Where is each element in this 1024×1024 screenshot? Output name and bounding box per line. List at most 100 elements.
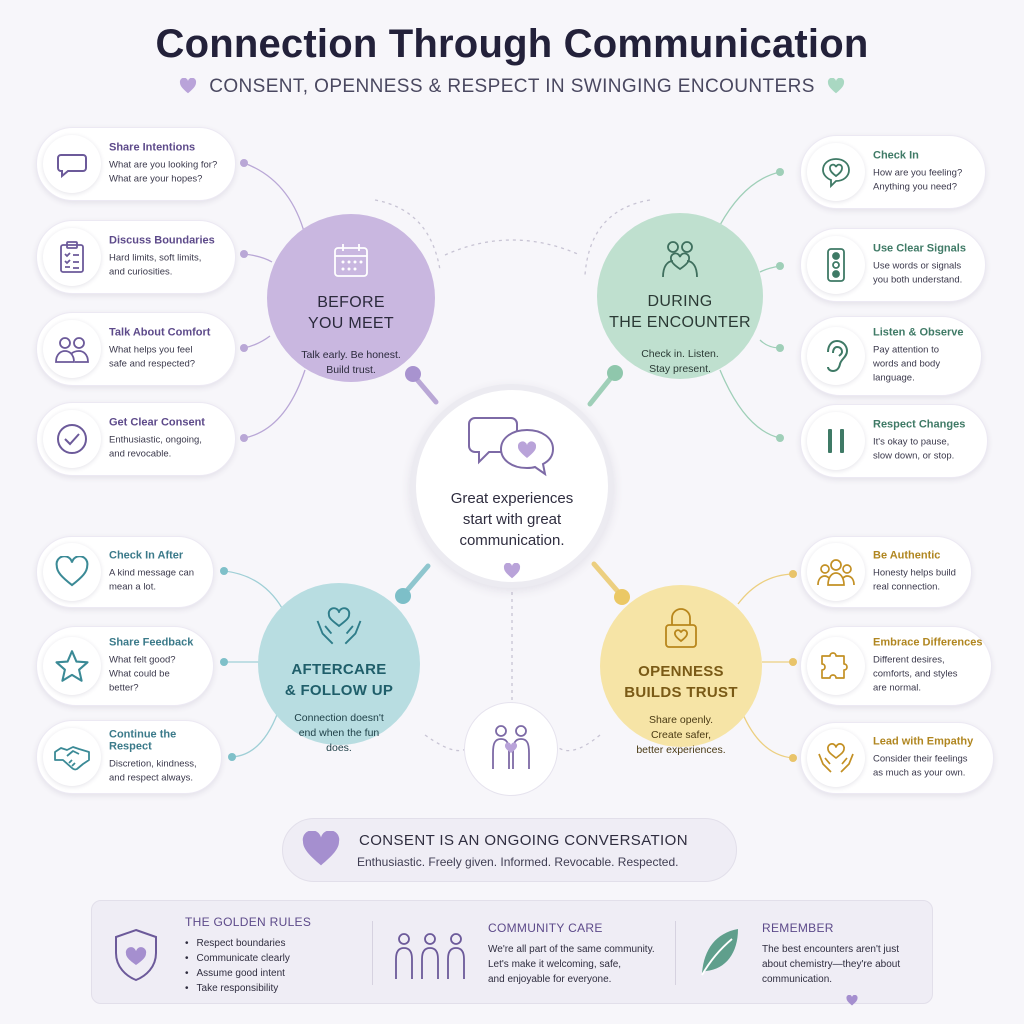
people-heart-circle (464, 702, 558, 796)
aftercare-bubble: AFTERCARE & FOLLOW UP Connection doesn't… (258, 583, 420, 754)
card-title: Lead with Empathy (873, 735, 974, 748)
divider (675, 921, 676, 985)
community-people-icon (390, 931, 470, 1024)
subtitle-text: CONSENT, OPENNESS & RESPECT IN SWINGING … (209, 76, 815, 97)
heart-icon (827, 77, 845, 100)
puzzle-icon (807, 637, 865, 695)
card-desc: How are you feeling? Anything you need? (873, 167, 963, 193)
card-desc: What helps you feel safe and respected? (109, 344, 196, 370)
heart-outline-icon (43, 543, 101, 601)
page-title: Connection Through Communication (155, 22, 869, 66)
group-people-icon (807, 543, 865, 601)
page-subtitle: CONSENT, OPENNESS & RESPECT IN SWINGING … (0, 76, 1024, 100)
card-desc: Discretion, kindness, and respect always… (109, 758, 197, 784)
card-title: Share Feedback (109, 636, 194, 649)
leaf-icon (696, 925, 742, 1024)
card-title: Talk About Comfort (109, 326, 211, 339)
card-desc: Pay attention to words and body language… (873, 344, 941, 384)
bubble-title: AFTERCARE & FOLLOW UP (284, 661, 394, 699)
card-title: Continue the Respect (109, 728, 177, 753)
traffic-light-icon (807, 236, 865, 294)
card-title: Share Intentions (109, 141, 196, 154)
remember-text: The best encounters aren't just about ch… (762, 944, 901, 985)
star-icon (43, 637, 101, 695)
card-check-in: Check In How are you feeling? Anything yo… (800, 135, 986, 209)
calendar-icon (267, 242, 435, 280)
card-desc: A kind message can mean a lot. (109, 567, 195, 593)
hands-heart-icon (258, 605, 420, 647)
card-desc: It's okay to pause, slow down, or stop. (873, 436, 955, 462)
chat-bubbles-heart-icon (416, 412, 608, 478)
couple-heart-icon (597, 239, 763, 279)
card-title: Get Clear Consent (109, 416, 205, 429)
checkmark-circle-icon (43, 410, 101, 468)
shield-heart-icon (112, 927, 160, 1024)
handshake-icon (43, 728, 101, 786)
card-title: Use Clear Signals (873, 242, 966, 255)
ear-icon (807, 327, 865, 385)
heart-icon (846, 993, 858, 1011)
bubble-title: BEFORE YOU MEET (308, 294, 394, 332)
rule-item: Communicate clearly (185, 951, 311, 966)
card-title: Be Authentic (873, 549, 941, 562)
clipboard-checklist-icon (43, 228, 101, 286)
card-desc: Honesty helps build real connection. (873, 567, 956, 593)
heart-icon (179, 77, 197, 100)
card-title: Check In (873, 149, 919, 162)
heart-speech-icon (807, 143, 865, 201)
card-title: Embrace Differences (873, 636, 983, 649)
openness-bubble: OPENNESS BUILDS TRUST Share openly. Crea… (600, 585, 762, 756)
card-desc: What are you looking for? What are your … (109, 159, 218, 185)
card-desc: Hard limits, soft limits, and curiositie… (109, 252, 202, 278)
bubble-desc: Share openly. Create safer, better exper… (636, 714, 726, 756)
consent-banner: CONSENT IS AN ONGOING CONVERSATION Enthu… (282, 818, 737, 882)
speech-bubble-icon (43, 135, 101, 193)
rule-item: Take responsibility (185, 981, 311, 996)
card-title: Discuss Boundaries (109, 234, 215, 247)
community-care-section: COMMUNITY CARE We're all part of the sam… (488, 921, 655, 1024)
card-check-in-after: Check In After A kind message can mean a … (36, 536, 214, 608)
community-care-text: We're all part of the same community. Le… (488, 944, 655, 985)
bubble-desc: Connection doesn't end when the fun does… (294, 712, 384, 754)
before-you-meet-bubble: BEFORE YOU MEET Talk early. Be honest. B… (267, 214, 435, 382)
center-text: Great experiences start with great commu… (450, 490, 574, 549)
golden-rules-section: THE GOLDEN RULES Respect boundaries Comm… (185, 915, 311, 1019)
divider (372, 921, 373, 985)
consent-title: CONSENT IS AN ONGOING CONVERSATION (359, 832, 688, 849)
card-desc: Different desires, comforts, and styles … (873, 654, 958, 694)
center-circle: Great experiences start with great commu… (410, 384, 614, 588)
card-desc: Consider their feelings as much as your … (873, 753, 968, 779)
community-care-title: COMMUNITY CARE (488, 921, 603, 935)
during-encounter-bubble: DURING THE ENCOUNTER Check in. Listen. S… (597, 213, 763, 379)
card-title: Respect Changes (873, 418, 966, 431)
card-desc: Use words or signals you both understand… (873, 260, 963, 286)
remember-title: REMEMBER (762, 921, 834, 935)
pause-icon (807, 412, 865, 470)
hands-heart-icon (807, 729, 865, 787)
bubble-title: OPENNESS BUILDS TRUST (624, 663, 738, 701)
card-desc: What felt good? What could be better? (109, 654, 176, 694)
rules-panel: THE GOLDEN RULES Respect boundaries Comm… (91, 900, 933, 1006)
rule-item: Assume good intent (185, 966, 311, 981)
card-title: Check In After (109, 549, 184, 562)
golden-rules-title: THE GOLDEN RULES (185, 915, 312, 929)
two-people-icon (43, 320, 101, 378)
bubble-desc: Talk early. Be honest. Build trust. (301, 349, 401, 376)
card-title: Listen & Observe (873, 326, 964, 339)
bubble-desc: Check in. Listen. Stay present. (641, 348, 719, 375)
remember-section: REMEMBER The best encounters aren't just… (762, 921, 900, 1024)
rule-item: Respect boundaries (185, 936, 311, 951)
couple-heart-icon (485, 723, 537, 776)
